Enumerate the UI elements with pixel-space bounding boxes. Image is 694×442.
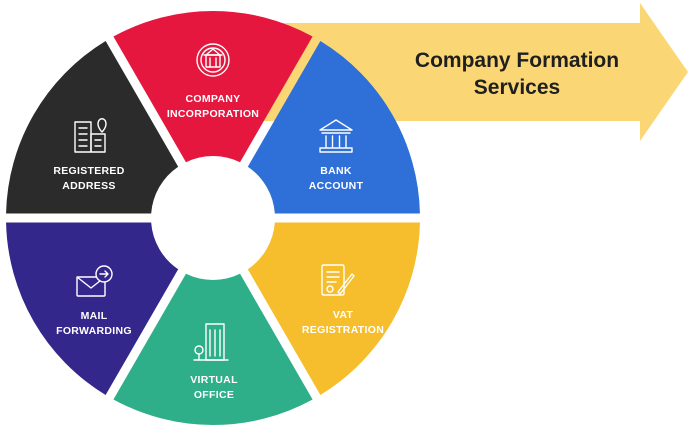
segment-bank-account[interactable]: BANK ACCOUNT — [247, 41, 420, 214]
service-wheel: COMPANY INCORPORATION BANK ACCOUNT — [6, 10, 420, 425]
bank-icon — [319, 119, 353, 153]
segment-label-line1: MAIL — [81, 310, 108, 322]
segment-mail-forwarding[interactable]: MAIL FORWARDING — [6, 222, 179, 395]
segment-label-line1: VIRTUAL — [190, 374, 238, 386]
segment-label-line1: VAT — [333, 309, 354, 321]
segment-vat-registration-shape — [247, 222, 420, 395]
segment-label-line1: COMPANY — [186, 93, 241, 105]
office-tower-icon — [193, 323, 229, 361]
segment-label-line2: ADDRESS — [62, 180, 115, 192]
address-building-icon — [74, 118, 107, 153]
segment-label-line2: OFFICE — [194, 389, 234, 401]
segment-mail-forwarding-shape — [6, 222, 179, 395]
segment-label-line2: ACCOUNT — [309, 180, 364, 192]
segment-label-line1: REGISTERED — [53, 165, 124, 177]
segment-vat-registration[interactable]: VAT REGISTRATION — [247, 222, 420, 395]
signed-document-icon — [321, 264, 355, 296]
banner-title-line2: Services — [474, 76, 560, 99]
segment-virtual-office-shape — [113, 273, 313, 425]
segment-virtual-office[interactable]: VIRTUAL OFFICE — [113, 273, 313, 425]
building-seal-icon — [196, 43, 230, 77]
banner-title-line1: Company Formation — [415, 49, 619, 72]
segment-label-line2: INCORPORATION — [167, 108, 259, 120]
segment-company-incorporation-shape — [113, 10, 313, 163]
segment-registered-address-shape — [6, 41, 179, 214]
segment-company-incorporation[interactable]: COMPANY INCORPORATION — [113, 10, 313, 163]
segment-label-line1: BANK — [320, 165, 352, 177]
segment-registered-address[interactable]: REGISTERED ADDRESS — [6, 41, 179, 214]
segment-label-line2: REGISTRATION — [302, 324, 384, 336]
mail-forward-icon — [76, 265, 113, 297]
segment-bank-account-shape — [247, 41, 420, 214]
segment-label-line2: FORWARDING — [56, 325, 132, 337]
